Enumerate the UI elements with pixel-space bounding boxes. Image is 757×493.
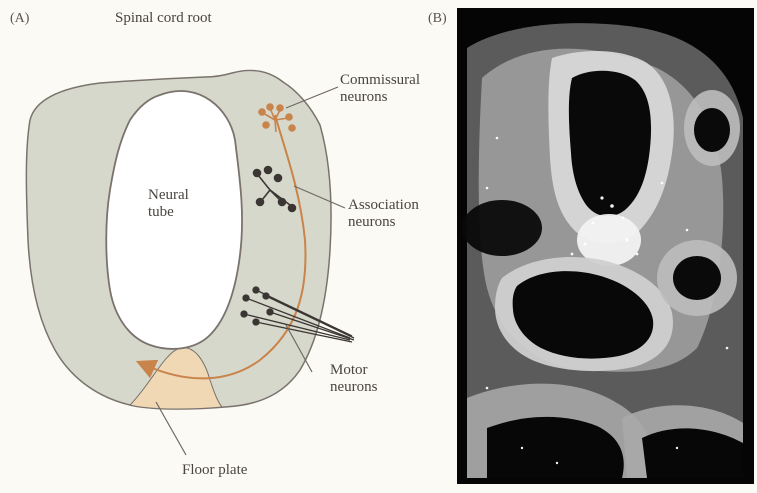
neural-tube-label: Neural tube [148,187,189,221]
commissural-neurons-label: Commissural neurons [340,72,420,106]
panel-a-title: Spinal cord root [115,10,212,27]
panel-b-photomicrograph [457,8,754,484]
panel-b-letter: (B) [428,10,447,27]
panel-a-letter: (A) [10,10,29,27]
association-neurons-label: Association neurons [348,197,419,231]
floor-plate-label: Floor plate [182,462,247,479]
motor-neurons-label: Motor neurons [330,362,378,396]
panel-b-image [457,8,754,484]
